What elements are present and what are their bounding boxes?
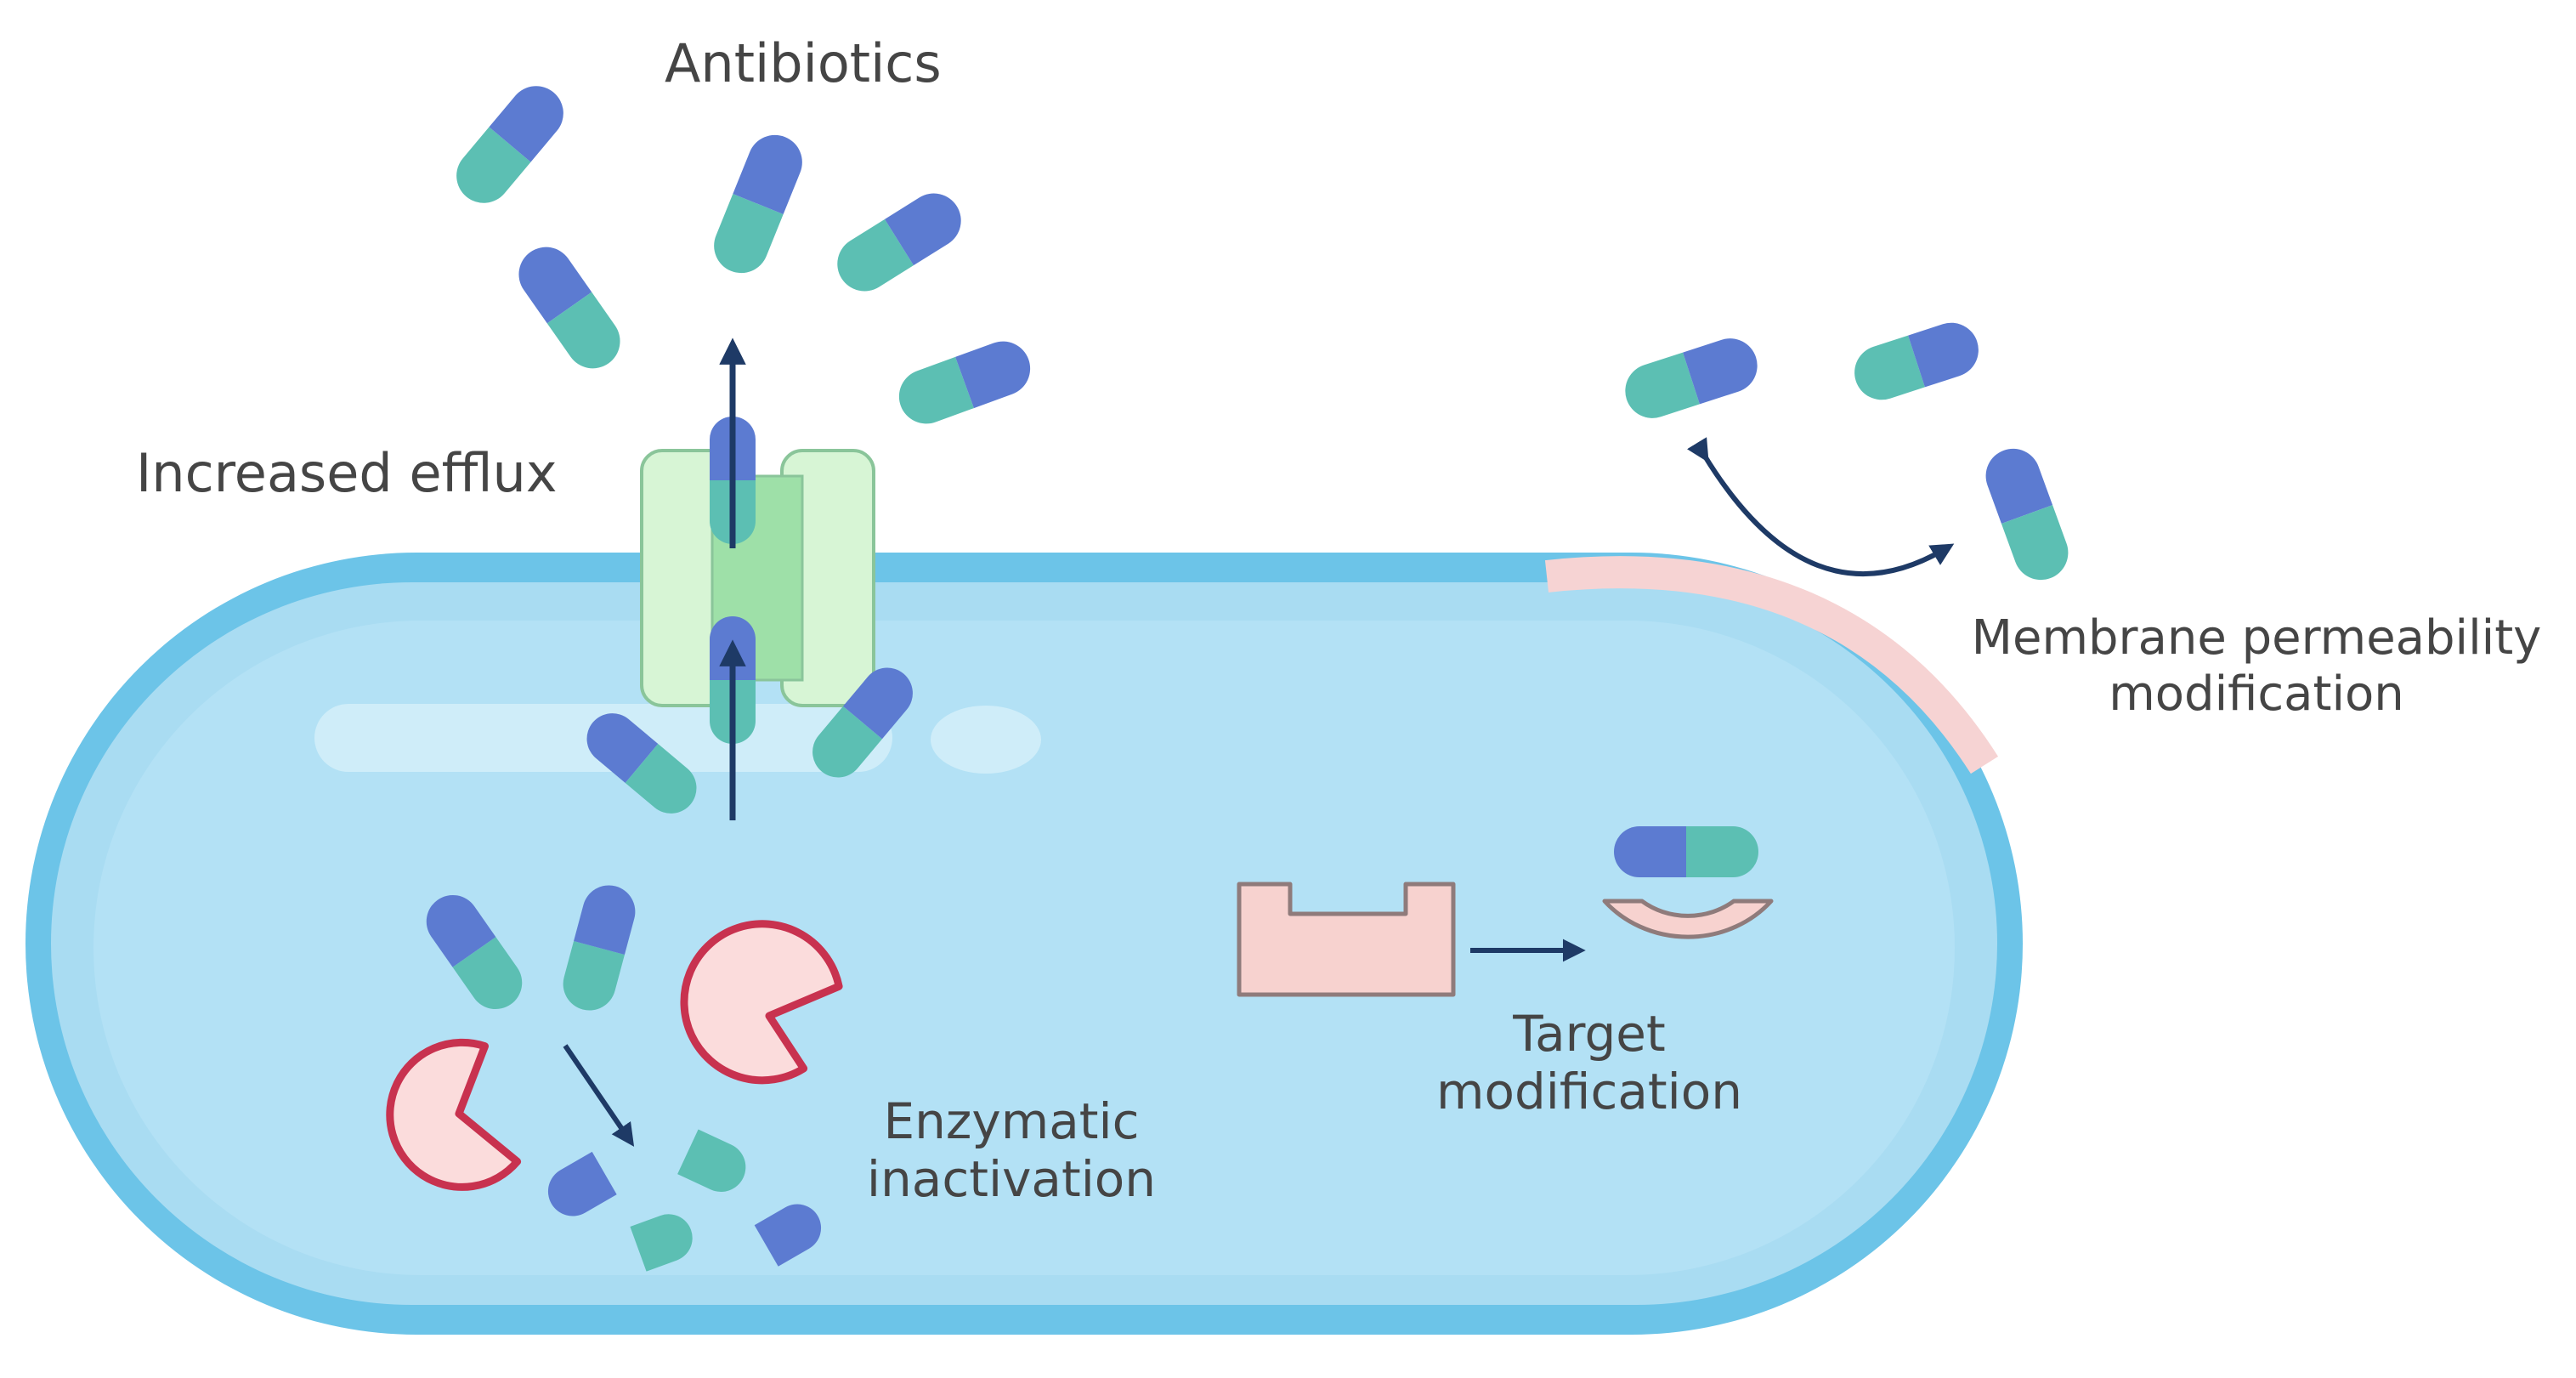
enzymatic-label-line2: inactivation xyxy=(866,1150,1157,1209)
efflux-label: Increased efflux xyxy=(136,442,558,504)
target-label-line1: Target xyxy=(1513,1005,1666,1063)
antibiotic-capsule xyxy=(1614,826,1758,877)
enzyme-arrow xyxy=(563,1044,635,1147)
target-label: Target modification xyxy=(1411,1005,1768,1121)
antibiotic-fragment xyxy=(677,1129,746,1192)
target-cup-round xyxy=(1602,899,1774,939)
cell-inner-region xyxy=(93,621,1955,1275)
membrane-label: Membrane permeability modification xyxy=(1950,610,2562,723)
enzyme-right xyxy=(680,920,843,1085)
antibiotic-capsule xyxy=(837,193,961,292)
enzymatic-label: Enzymatic inactivation xyxy=(850,1092,1173,1209)
target-label-line2: modification xyxy=(1436,1063,1742,1121)
antibiotic-fragment xyxy=(754,1204,822,1267)
fragment-group xyxy=(547,1129,822,1272)
antibiotic-capsule xyxy=(714,134,802,274)
enzymatic-label-line1: Enzymatic xyxy=(883,1092,1140,1150)
membrane-arrow xyxy=(1687,437,1955,576)
cell-highlight-dot xyxy=(931,706,1041,774)
enzyme-group xyxy=(386,920,843,1191)
antibiotic-capsule xyxy=(898,341,1031,424)
antibiotic-capsule xyxy=(518,247,620,369)
arrow-group xyxy=(563,337,1955,1147)
antibiotic-capsule xyxy=(563,885,636,1011)
bacterial-cell xyxy=(25,553,2023,1335)
enzyme-left xyxy=(386,1038,522,1191)
antibiotic-capsule xyxy=(1854,322,1979,400)
antibiotics-label: Antibiotics xyxy=(665,32,942,94)
antibiotic-capsule xyxy=(812,667,913,778)
antibiotic-capsule xyxy=(586,713,697,814)
target-site-before xyxy=(1237,882,1456,997)
antibiotic-fragment xyxy=(547,1151,617,1216)
target-cup-square xyxy=(1237,882,1456,997)
antibiotic-capsule xyxy=(1985,448,2069,581)
antibiotic-fragment xyxy=(630,1214,693,1272)
modified-membrane-segment xyxy=(1544,556,1999,774)
target-site-after xyxy=(1602,899,1774,939)
efflux-pump xyxy=(640,449,875,707)
antibiotic-capsule xyxy=(456,86,563,203)
membrane-label-line1: Membrane permeability xyxy=(1971,610,2542,666)
antibiotic-group xyxy=(426,86,2069,1011)
antibiotic-capsule xyxy=(426,895,523,1009)
membrane-label-line2: modification xyxy=(2109,666,2404,723)
antibiotic-capsule xyxy=(1625,338,1758,418)
